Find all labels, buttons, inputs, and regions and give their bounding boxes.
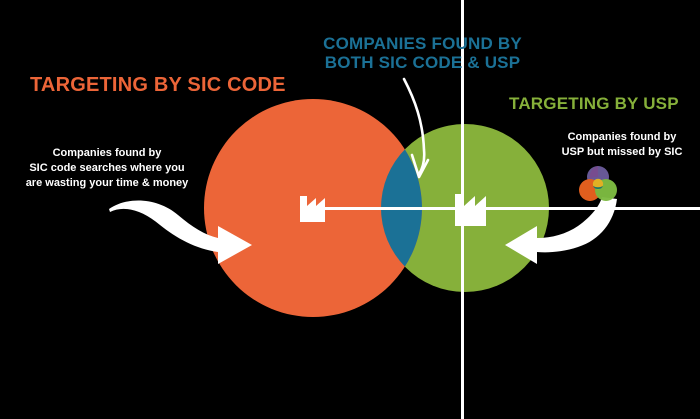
venn-logo-icon [579, 166, 617, 201]
curved-arrow-left-icon [505, 197, 617, 264]
overlap-heading-line1: COMPANIES FOUND BY [323, 34, 522, 53]
factory-icon [455, 194, 486, 226]
usp-heading: TARGETING BY USP [509, 94, 679, 113]
sic-callout-text: Companies found by SIC code searches whe… [4, 146, 210, 191]
thin-curved-arrow-down-icon [402, 77, 430, 179]
overlap-heading-line2: BOTH SIC CODE & USP [324, 53, 521, 73]
factory-icon [300, 196, 325, 222]
usp-callout-text: Companies found by USP but missed by SIC [546, 130, 698, 160]
usp-callout-line1: Companies found by [567, 131, 677, 143]
sic-heading: TARGETING BY SIC CODE [30, 74, 286, 96]
overlap-heading: COMPANIES FOUND BY BOTH SIC CODE & USP [305, 34, 540, 72]
usp-callout-line2: USP but missed by SIC [561, 145, 683, 158]
sic-callout-line2: SIC code searches where you [29, 161, 185, 174]
sic-callout-line3: are wasting your time & money [25, 176, 189, 189]
curved-arrow-right-icon [109, 200, 252, 264]
sic-callout-line1: Companies found by [52, 147, 162, 159]
